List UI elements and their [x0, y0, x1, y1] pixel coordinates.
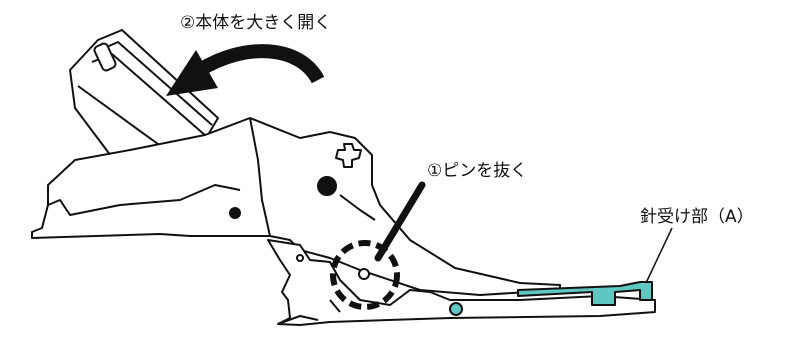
pin-highlight: [330, 240, 400, 310]
pin-pointer-line: [374, 181, 426, 262]
teal-dot: [449, 302, 463, 316]
step1-label: ①ピンを抜く: [427, 161, 527, 181]
needle-receiver-part: [449, 281, 653, 316]
main-body: [31, 117, 561, 296]
part-a-leader-line: [645, 227, 673, 284]
pin-hole: [358, 268, 370, 280]
lower-mechanism: [267, 239, 656, 326]
open-arrow-icon: [166, 44, 325, 96]
part-a-label: 針受け部（A）: [640, 207, 754, 227]
step2-label: ②本体を大きく開く: [180, 13, 331, 33]
